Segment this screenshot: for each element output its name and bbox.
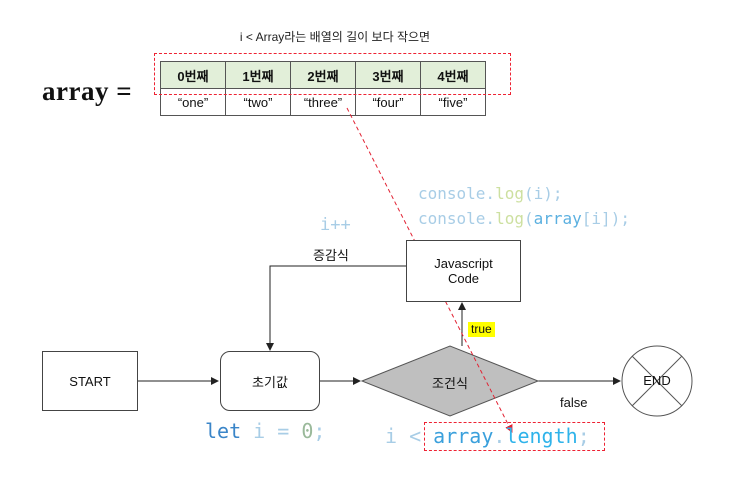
code-token: console. [418, 209, 496, 228]
array-label: array = [42, 76, 133, 106]
code-box-line: Javascript [434, 256, 493, 271]
code-token: ( [523, 184, 534, 203]
code-token: log [495, 184, 524, 203]
code-token: array [533, 209, 582, 228]
false-label: false [560, 395, 588, 410]
array-header-row: 0번째 1번째 2번째 3번째 4번째 [160, 61, 486, 89]
increment-label: 증감식 [313, 248, 349, 263]
array-header-highlight [154, 53, 511, 95]
code-token: array [433, 424, 494, 448]
condition-diamond [360, 345, 540, 417]
init-node: 초기값 [220, 351, 320, 411]
code-token: ( [523, 209, 534, 228]
condition-highlight [424, 422, 605, 451]
code-token: ; [577, 424, 590, 448]
highlight-link [346, 107, 513, 433]
code-token: i < [385, 424, 434, 448]
start-label: START [69, 373, 111, 389]
array-index-cell: 0번째 [160, 61, 226, 89]
array-index-cell: 3번째 [355, 61, 421, 89]
start-node: START [42, 351, 138, 411]
increment-code: i++ [320, 215, 351, 235]
arrow-increment-to-init [266, 265, 406, 351]
code-token: i = [241, 419, 302, 443]
condition-code: i < array.length; [385, 424, 590, 448]
init-code: let i = 0; [205, 419, 325, 443]
true-label: true [468, 322, 495, 337]
code-token: ); [610, 209, 630, 228]
code-token: console. [418, 184, 496, 203]
console-log-line-2: console.log(array[i]); [418, 209, 630, 228]
code-token: ); [543, 184, 563, 203]
array-table: 0번째 1번째 2번째 3번째 4번째 “one” “two” “three” … [160, 61, 486, 116]
array-caption: i < Array라는 배열의 길이 보다 작으면 [239, 30, 431, 44]
console-log-line-1: console.log(i); [418, 184, 563, 203]
end-label: END [643, 373, 671, 388]
code-token: . [493, 424, 506, 448]
condition-label: 조건식 [432, 376, 468, 391]
code-box-line: Code [447, 271, 480, 286]
array-value-cell: “five” [420, 88, 486, 116]
end-cross-line [631, 355, 683, 407]
init-label: 초기값 [252, 374, 288, 390]
code-token: [i] [581, 209, 611, 228]
array-index-cell: 2번째 [290, 61, 356, 89]
array-index-cell: 4번째 [420, 61, 486, 89]
code-token: length [505, 424, 578, 448]
code-token: log [495, 209, 524, 228]
array-value-cell: “one” [160, 88, 226, 116]
code-token: ; [313, 419, 326, 443]
code-token: 0 [301, 419, 314, 443]
array-value-cell: “two” [225, 88, 291, 116]
array-value-row: “one” “two” “three” “four” “five” [160, 88, 486, 116]
code-token: let [205, 419, 242, 443]
code-token: i [533, 184, 544, 203]
array-value-cell: “three” [290, 88, 356, 116]
